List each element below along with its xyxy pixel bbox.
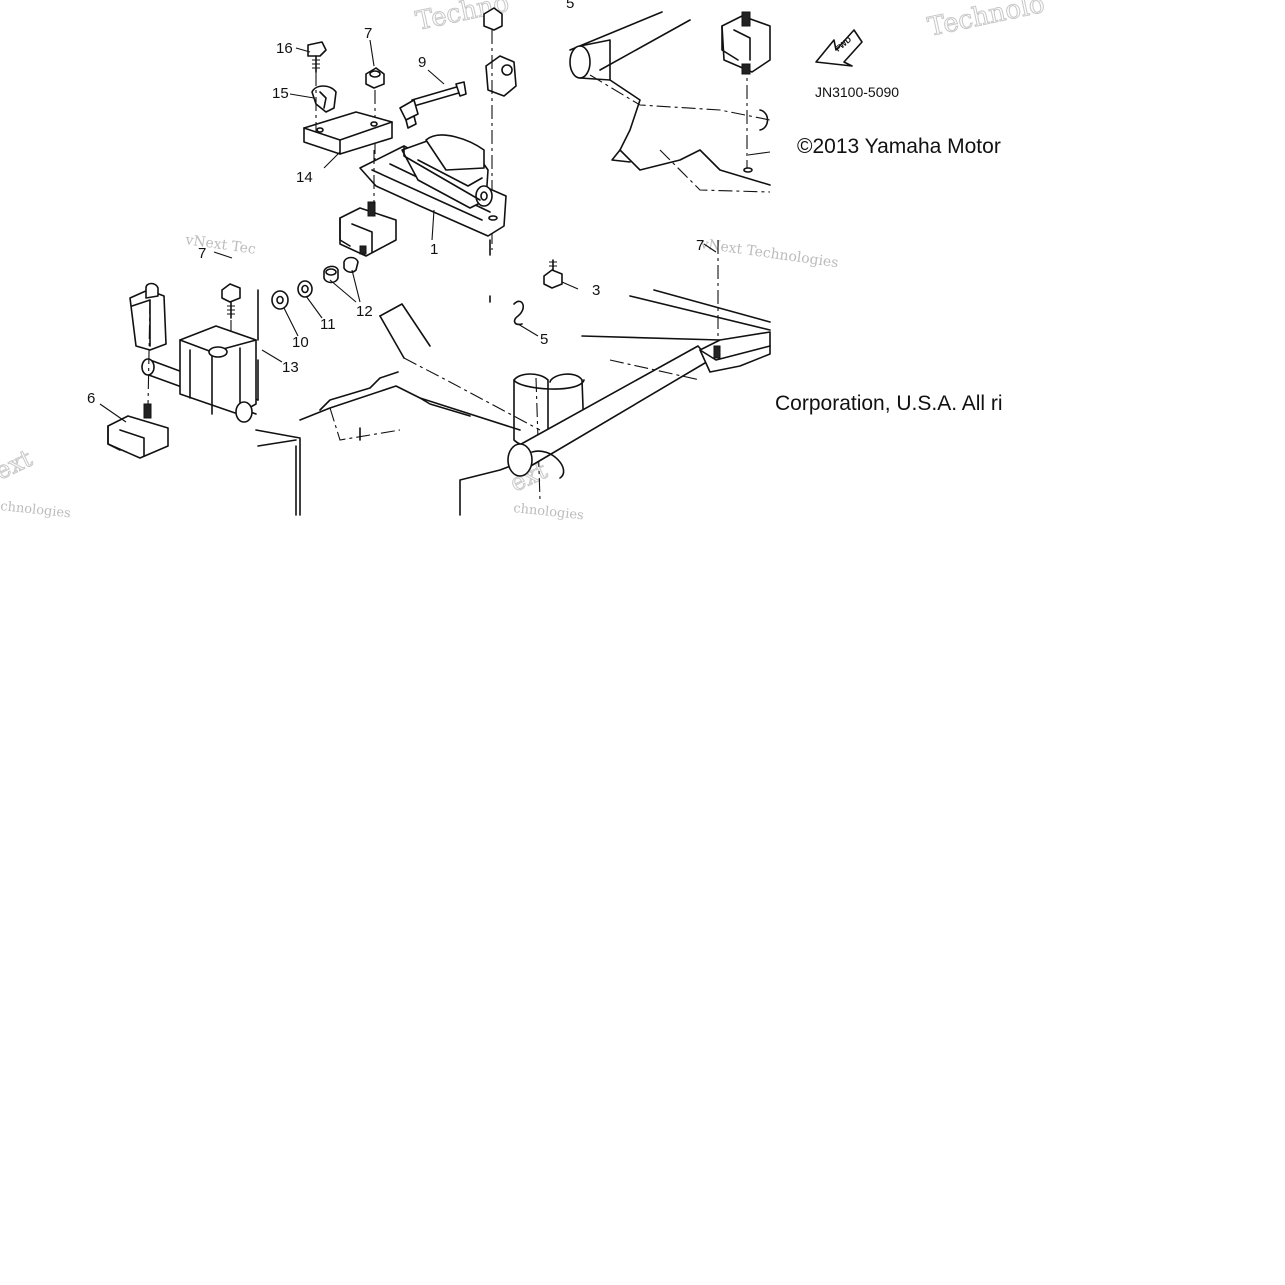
fwd-arrow: FWD bbox=[815, 29, 863, 67]
callout-6: 6 bbox=[87, 390, 95, 407]
callout-1: 1 bbox=[430, 241, 438, 258]
callout-7: 7 bbox=[364, 25, 372, 42]
watermark-text: chnologies bbox=[513, 501, 585, 523]
callout-3: 3 bbox=[592, 282, 600, 299]
callout-12: 12 bbox=[356, 303, 373, 320]
frame-front-section bbox=[107, 282, 301, 516]
callout-13: 13 bbox=[282, 359, 299, 376]
leader-lines bbox=[99, 39, 717, 423]
callout-9: 9 bbox=[418, 54, 426, 71]
watermark-text: ext bbox=[0, 444, 37, 485]
callout-16: 16 bbox=[276, 40, 293, 57]
frame-rear-section bbox=[569, 11, 771, 193]
drawing-code: JN3100-5090 bbox=[815, 84, 899, 100]
callout-11: 11 bbox=[320, 316, 336, 333]
frame-center-section bbox=[257, 239, 771, 516]
callout-14: 14 bbox=[296, 169, 313, 186]
callout-7: 7 bbox=[696, 237, 704, 254]
callout-5: 5 bbox=[540, 331, 548, 348]
callout-labels: 1 3 5 5 6 7 7 7 9 10 11 12 13 14 15 16 bbox=[87, 0, 704, 407]
callout-15: 15 bbox=[272, 85, 289, 102]
callout-7: 7 bbox=[198, 245, 206, 262]
watermark-text: vNext Technologies bbox=[698, 236, 839, 271]
copyright-line-1: ©2013 Yamaha Motor bbox=[797, 135, 1001, 158]
copyright-line-2: Corporation, U.S.A. All ri bbox=[775, 392, 1003, 415]
callout-5: 5 bbox=[566, 0, 574, 12]
watermark-text: chnologies bbox=[0, 499, 71, 521]
fwd-arrow-icon bbox=[815, 29, 863, 67]
callout-10: 10 bbox=[292, 334, 309, 351]
top-center-parts bbox=[221, 7, 517, 370]
watermark-text: Technolo bbox=[925, 0, 1047, 43]
